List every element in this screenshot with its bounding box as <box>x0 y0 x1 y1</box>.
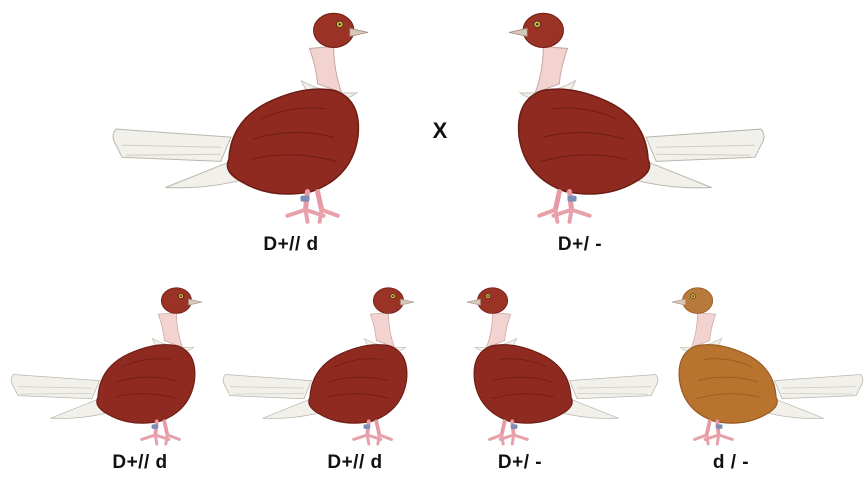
offspring-bird-1 <box>8 284 206 450</box>
parent-bird-left <box>110 8 372 230</box>
offspring-bird-2 <box>220 284 418 450</box>
offspring-3-genotype-label: D+/ - <box>498 452 542 474</box>
parent-right-genotype-label: D+/ - <box>558 234 602 256</box>
offspring-2-genotype-label: D+// d <box>327 452 382 474</box>
offspring-bird-4-dilute <box>668 284 866 450</box>
parent-bird-right <box>505 8 767 230</box>
parent-left-genotype-label: D+// d <box>263 234 318 256</box>
offspring-4-genotype-label: d / - <box>713 452 749 474</box>
cross-symbol: X <box>433 118 448 144</box>
offspring-bird-3 <box>463 284 661 450</box>
offspring-1-genotype-label: D+// d <box>112 452 167 474</box>
